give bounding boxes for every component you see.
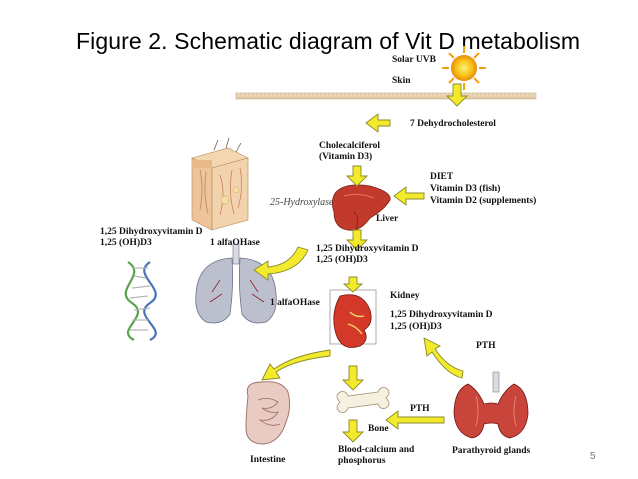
label-diet-d2: Vitamin D2 (supplements): [430, 196, 537, 206]
page-number: 5: [590, 451, 596, 462]
label-parathyroid-glands: Parathyroid glands: [452, 446, 531, 456]
label-dihydroxy-left-1: 1,25 Dihydroxyvitamin D: [100, 227, 203, 237]
label-dihydroxy-left-2: 1,25 (OH)D3: [100, 238, 152, 248]
label-diet-d3: Vitamin D3 (fish): [430, 184, 501, 194]
arrow-diet-to-liver: [393, 186, 425, 206]
skin-block-icon: [191, 137, 249, 231]
parathyroid-icon: [453, 371, 529, 439]
arrow-kidney-to-intestine: [261, 349, 331, 381]
intestine-icon: [245, 381, 291, 445]
label-solar-uvb: Solar UVB: [392, 55, 436, 65]
label-1-alfaohase-upper: 1 alfaOHase: [210, 238, 260, 248]
label-7-dehydrocholesterol: 7 Dehydrocholesterol: [410, 119, 496, 129]
arrow-pth-to-kidney: [423, 337, 464, 379]
arrow-kidney-to-bone: [341, 365, 365, 391]
label-intestine: Intestine: [250, 455, 286, 465]
kidney-icon: [329, 289, 377, 348]
arrow-to-lungs: [253, 246, 309, 281]
arrow-bone-to-blood: [341, 419, 365, 443]
label-vitamin-d3: (Vitamin D3): [319, 152, 373, 162]
label-pth-bottom: PTH: [410, 404, 430, 414]
label-skin: Skin: [392, 76, 411, 86]
label-liver: Liver: [376, 214, 399, 224]
arrow-to-kidney: [342, 276, 364, 293]
liver-icon: [332, 184, 391, 231]
arrow-liver-down: [345, 229, 369, 251]
arrow-pth-to-bone: [385, 410, 445, 430]
skin-band: [235, 92, 537, 100]
label-pth-right: PTH: [476, 341, 496, 351]
label-dihydroxy-kidney-2: 1,25 (OH)D3: [390, 322, 442, 332]
slide-title: Figure 2. Schematic diagram of Vit D met…: [76, 28, 581, 54]
arrow-to-cholecalciferol: [365, 113, 391, 133]
label-phosphorus: phosphorus: [338, 456, 386, 466]
label-cholecalciferol: Cholecalciferol: [319, 141, 381, 151]
label-kidney: Kidney: [390, 291, 420, 301]
label-diet: DIET: [430, 172, 454, 182]
label-blood-calcium: Blood-calcium and: [338, 445, 415, 455]
label-dihydroxy-kidney-1: 1,25 Dihydroxyvitamin D: [390, 310, 493, 320]
arrow-to-liver: [345, 165, 369, 187]
label-25-hydroxylase: 25-Hydroxylase: [270, 197, 334, 208]
bone-icon: [336, 387, 390, 413]
label-dihydroxy-mid-1: 1,25 Dihydroxyvitamin D: [316, 244, 419, 254]
arrow-sun-to-skin: [445, 83, 469, 107]
label-bone: Bone: [368, 424, 389, 434]
dna-icon: [124, 261, 157, 341]
sun-icon: [442, 46, 486, 90]
label-1-alfaohase-lower: 1 alfaOHase: [270, 298, 320, 308]
label-dihydroxy-mid-2: 1,25 (OH)D3: [316, 255, 368, 265]
lungs-icon: [195, 243, 277, 324]
